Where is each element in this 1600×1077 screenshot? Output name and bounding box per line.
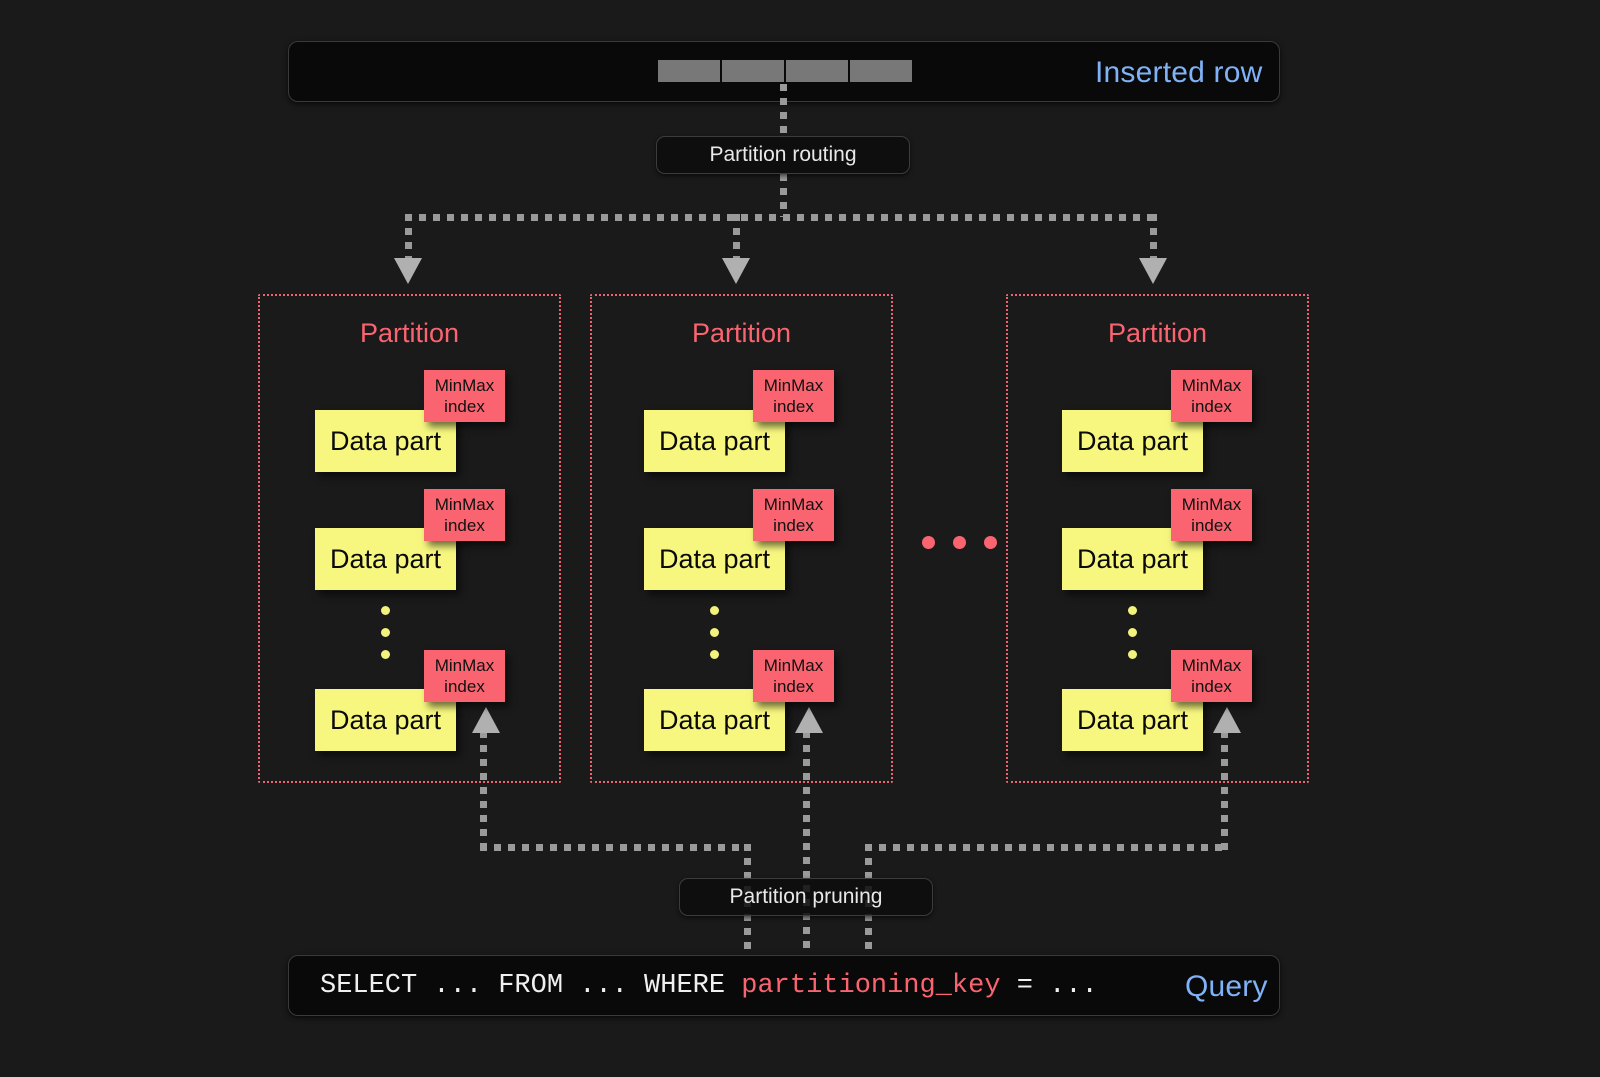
connector-bus-to-partition-1: [405, 214, 412, 262]
partition-1-minmax-index-1: MinMax index: [424, 370, 505, 422]
partition-3-data-part-3: Data part: [1062, 689, 1203, 751]
partition-3-minmax-index-1: MinMax index: [1171, 370, 1252, 422]
connector-routing-to-bus: [780, 174, 787, 217]
connector-bus-to-partition-3: [1150, 214, 1157, 262]
partition-2: Partition: [590, 294, 893, 783]
minmax-line-2: index: [444, 516, 485, 535]
minmax-line-2: index: [1191, 677, 1232, 696]
minmax-line-2: index: [773, 397, 814, 416]
connector-row-to-routing: [780, 84, 787, 138]
query-suffix: = ...: [1000, 971, 1098, 1001]
minmax-line-2: index: [773, 677, 814, 696]
row-cell: [786, 60, 848, 82]
partition-3-data-part-2: Data part: [1062, 528, 1203, 590]
partition-1-title: Partition: [359, 318, 460, 348]
partition-pruning-box[interactable]: Partition pruning: [679, 878, 933, 916]
minmax-line-1: MinMax: [434, 495, 495, 514]
minmax-line-2: index: [773, 516, 814, 535]
connector-prune-leg-2: [803, 731, 810, 954]
query-text: SELECT ... FROM ... WHERE partitioning_k…: [320, 971, 1098, 1001]
partition-routing-box[interactable]: Partition routing: [656, 136, 910, 174]
connector-bus-to-partition-2: [733, 214, 740, 262]
minmax-line-1: MinMax: [1181, 495, 1242, 514]
arrow-prune-to-partition-3: [1213, 707, 1241, 733]
minmax-line-1: MinMax: [434, 376, 495, 395]
minmax-line-2: index: [1191, 397, 1232, 416]
partition-3-minmax-index-3: MinMax index: [1171, 650, 1252, 702]
minmax-line-1: MinMax: [434, 656, 495, 675]
arrow-prune-to-partition-2: [795, 707, 823, 733]
inserted-row-label: Inserted row: [1095, 56, 1263, 89]
minmax-line-2: index: [444, 677, 485, 696]
minmax-line-1: MinMax: [763, 376, 824, 395]
connector-prune-bus-left: [480, 844, 750, 851]
connector-prune-leg-1: [480, 731, 487, 850]
partition-1-minmax-index-3: MinMax index: [424, 650, 505, 702]
query-partitioning-key: partitioning_key: [741, 971, 1001, 1001]
partition-2-minmax-index-3: MinMax index: [753, 650, 834, 702]
row-cell: [850, 60, 912, 82]
inserted-row-cells: [658, 60, 912, 82]
minmax-line-2: index: [444, 397, 485, 416]
minmax-line-2: index: [1191, 516, 1232, 535]
connector-prune-leg-3: [1221, 731, 1228, 850]
row-cell: [722, 60, 784, 82]
row-cell: [658, 60, 720, 82]
partition-1-parts-ellipsis: [381, 606, 390, 672]
distribution-bus: [405, 214, 1157, 221]
query-label: Query: [1185, 970, 1268, 1003]
arrow-into-partition-2: [722, 258, 750, 284]
partitions-ellipsis: [922, 536, 997, 549]
query-bar: [288, 955, 1280, 1016]
partition-3-minmax-index-2: MinMax index: [1171, 489, 1252, 541]
partition-3-title: Partition: [1107, 318, 1208, 348]
partition-3: Partition: [1006, 294, 1309, 783]
minmax-line-1: MinMax: [763, 656, 824, 675]
partition-2-minmax-index-2: MinMax index: [753, 489, 834, 541]
minmax-line-1: MinMax: [763, 495, 824, 514]
arrow-into-partition-1: [394, 258, 422, 284]
arrow-prune-to-partition-1: [472, 707, 500, 733]
query-prefix: SELECT ... FROM ... WHERE: [320, 971, 742, 1001]
partition-1: Partition: [258, 294, 561, 783]
partition-2-minmax-index-1: MinMax index: [753, 370, 834, 422]
partition-1-data-part-1: Data part: [315, 410, 456, 472]
partition-3-parts-ellipsis: [1128, 606, 1137, 672]
partition-2-title: Partition: [691, 318, 792, 348]
connector-prune-bus-right: [865, 844, 1228, 851]
partition-2-parts-ellipsis: [710, 606, 719, 672]
minmax-line-1: MinMax: [1181, 376, 1242, 395]
partition-1-minmax-index-2: MinMax index: [424, 489, 505, 541]
minmax-line-1: MinMax: [1181, 656, 1242, 675]
arrow-into-partition-3: [1139, 258, 1167, 284]
